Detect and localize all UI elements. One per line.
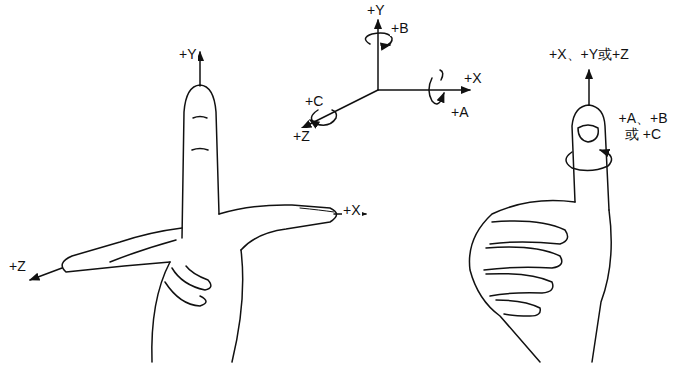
axis-label: +X、+Y或+Z bbox=[548, 46, 630, 62]
axis-triad bbox=[302, 20, 470, 128]
axis-label: +Z bbox=[8, 258, 27, 274]
rotation-label: +C bbox=[304, 93, 324, 109]
axis-label: +Y bbox=[178, 46, 198, 62]
axis-label: +X bbox=[463, 70, 483, 86]
rotation-label: +A、+B 或 +C bbox=[616, 110, 670, 142]
rotation-label: +A bbox=[450, 104, 470, 120]
axis-label: +X bbox=[342, 202, 362, 218]
axis-label: +Y bbox=[366, 2, 386, 18]
left-hand bbox=[30, 52, 366, 362]
rotation-label: +B bbox=[390, 20, 410, 36]
right-hand bbox=[469, 70, 611, 362]
axis-label: +Z bbox=[292, 128, 311, 144]
